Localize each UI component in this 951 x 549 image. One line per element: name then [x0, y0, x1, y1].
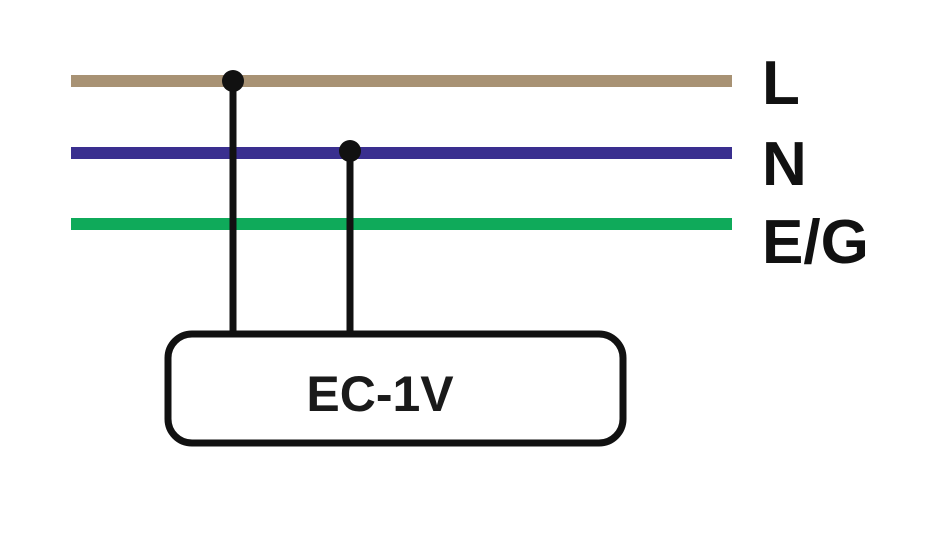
device-box	[164, 330, 627, 447]
device-label: EC-1V	[306, 366, 454, 422]
earth-wire-label: E/G	[762, 208, 869, 277]
neutral-wire-label: N	[762, 130, 807, 199]
neutral-junction-dot	[339, 140, 361, 162]
live-wire-label: L	[762, 49, 800, 118]
live-junction-dot	[222, 70, 244, 92]
